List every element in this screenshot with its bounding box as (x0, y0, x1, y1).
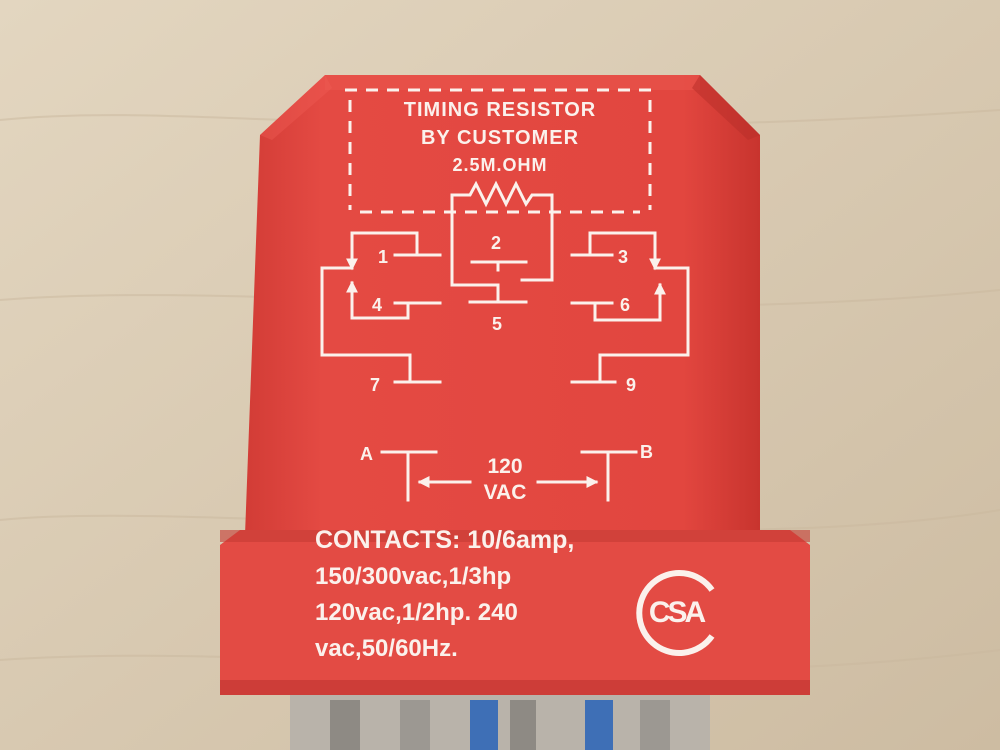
svg-text:CSA: CSA (649, 596, 706, 629)
pin-7-label: 7 (370, 375, 380, 395)
specs-line-4: vac,50/60Hz. (315, 635, 458, 662)
header-title-line2: BY CUSTOMER (421, 127, 579, 149)
specs-line-2: 150/300vac,1/3hp (315, 563, 511, 590)
pin-2-label: 2 (491, 233, 501, 253)
resistance-value: 2.5M.OHM (452, 155, 547, 175)
wiring-schematic (320, 180, 690, 502)
pin-3-label: 3 (618, 247, 628, 267)
pin-9-label: 9 (626, 375, 636, 395)
resistor-zigzag-icon (458, 180, 554, 208)
pin-1-label: 1 (378, 247, 388, 267)
pin-5-label: 5 (492, 314, 502, 334)
relay-base-terminals (290, 690, 710, 750)
timing-resistor-box (345, 88, 655, 214)
coil-terminal-a: A (360, 444, 373, 464)
pin-4-label: 4 (372, 295, 382, 315)
coil-terminal-b: B (640, 442, 653, 462)
relay-body (220, 75, 810, 695)
csa-logo-icon: CSA (636, 570, 715, 656)
pin-6-label: 6 (620, 295, 630, 315)
header-title-line1: TIMING RESISTOR (404, 99, 596, 121)
coil-voltage-unit: VAC (484, 481, 527, 504)
specs-line-3: 120vac,1/2hp. 240 (315, 599, 518, 626)
specs-line-1: CONTACTS: 10/6amp, (315, 526, 574, 554)
coil-voltage-value: 120 (487, 455, 522, 478)
